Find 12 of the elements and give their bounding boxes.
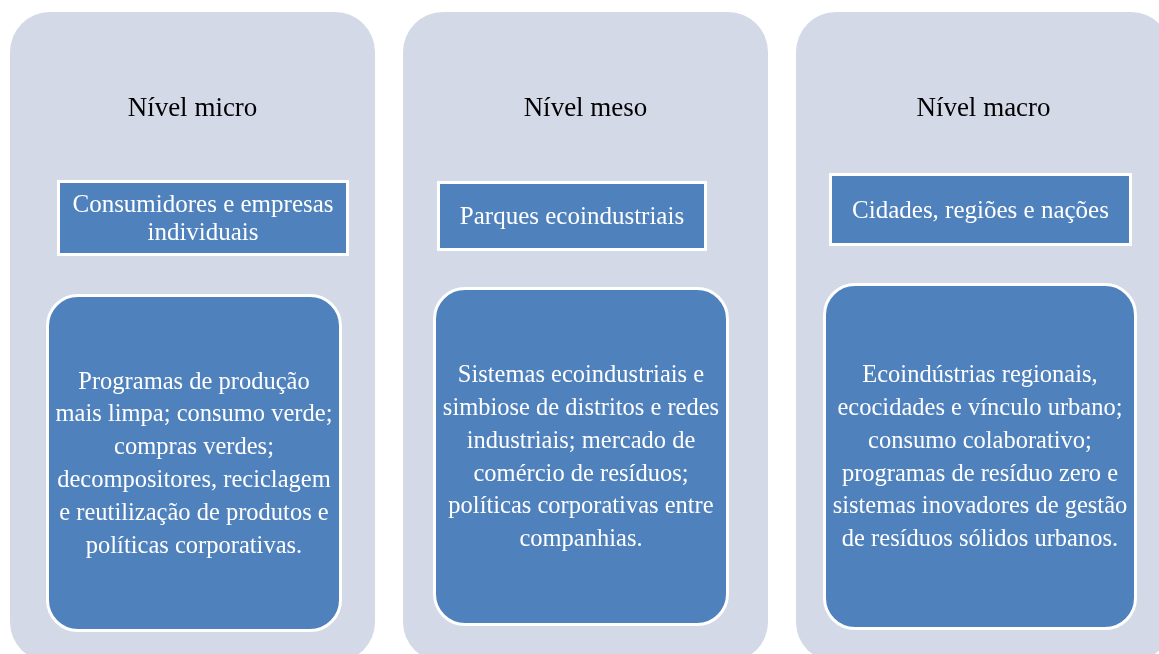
description-box: Sistemas ecoindustriais e simbiose de distritos e redes industriais; mercado de comércio de resíduos; políticas corporativas entre companhias. (433, 287, 729, 626)
level-panel (796, 12, 1159, 654)
scope-box: Cidades, regiões e nações (829, 173, 1132, 246)
level-title: Nível micro (126, 92, 259, 123)
level-title: Nível macro (915, 92, 1052, 123)
scope-box: Parques ecoindustriais (437, 181, 707, 251)
description-box: Ecoindústrias regionais, ecocidades e vínculo urbano; consumo colaborativo; programas de resíduo zero e sistemas inovadores de gestão de resíduos sólidos urbanos. (823, 283, 1137, 630)
level-panel (403, 12, 768, 654)
level-title: Nível meso (522, 92, 649, 123)
scope-box: Consumidores e empresas individuais (57, 180, 349, 256)
level-panel (10, 12, 375, 654)
description-box: Programas de produção mais limpa; consumo verde; compras verdes; decompositores, reciclagem e reutilização de produtos e políticas corporativas. (46, 294, 342, 632)
